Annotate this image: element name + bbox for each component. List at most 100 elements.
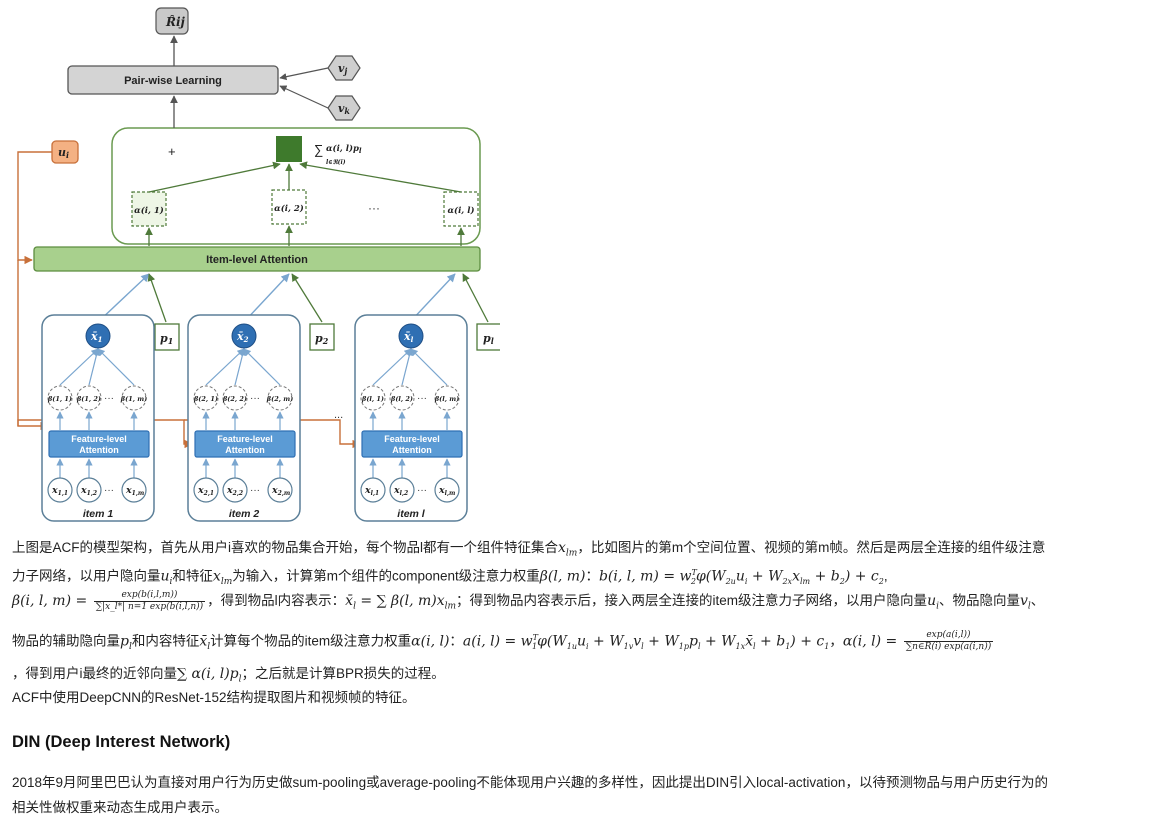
- feature-node: [360, 477, 386, 503]
- svg-text:α(i, 2): α(i, 2): [274, 203, 304, 214]
- item-label: item 1: [83, 508, 114, 520]
- beta-to-content-arrow: [88, 348, 100, 386]
- item-label: item 2: [229, 508, 260, 520]
- beta-label: β(2, m): [266, 395, 293, 403]
- beta-to-content-arrow: [410, 348, 448, 386]
- beta-ellipsis: ···: [417, 393, 427, 404]
- feature-node: [193, 477, 219, 503]
- feature-level-attention-box: [361, 430, 463, 458]
- beta-label: β(l, 1): [361, 395, 384, 403]
- alpha-ellipsis: ···: [368, 201, 380, 215]
- paragraph-1-beta: β(i, l, m) = exp(b(i,l,m))∑|x_l*| n=1 ex…: [12, 589, 1045, 612]
- feature-attention-label: Feature-level: [384, 434, 440, 444]
- beta-label: β(1, m): [120, 395, 147, 403]
- paragraph-1-cont: 力子网络，以用户隐向量ui和特征xlm为输入，计算第m个组件的component…: [12, 568, 888, 588]
- item-content-label: x̄2: [236, 330, 249, 344]
- feature-level-attention-box: [48, 430, 150, 458]
- feature-attention-label: Feature-level: [217, 434, 273, 444]
- feature-label: x2,m: [271, 485, 290, 497]
- rating-output-node: R̂ij: [155, 7, 189, 35]
- p1-node: p1: [154, 323, 180, 351]
- svg-text:p2: p2: [315, 332, 329, 346]
- feature-label: x2,2: [226, 485, 243, 497]
- feature-node: [222, 477, 248, 503]
- svg-text:vk: vk: [338, 102, 350, 116]
- p2-node: p2: [309, 323, 335, 351]
- paragraph-1: 上图是ACF的模型架构，首先从用户i喜欢的物品集合开始，每个物品l都有一个组件特…: [12, 540, 1046, 559]
- paragraph-2: ACF中使用DeepCNN的ResNet-152结构提取图片和视频帧的特征。: [12, 690, 416, 705]
- item-container: [41, 314, 155, 522]
- feature-attention-label: Attention: [225, 445, 265, 455]
- beta-node: [121, 385, 147, 411]
- beta-ellipsis: ···: [104, 393, 114, 404]
- feature-node: [434, 477, 460, 503]
- item-group-1: x̄1 β(1, 1) β(1, 2) β(1, m) ··· Feature-level…: [41, 314, 155, 522]
- svg-text:p1: p1: [160, 332, 173, 346]
- svg-text:vj: vj: [338, 62, 347, 76]
- beta-node: [389, 385, 415, 411]
- aggregated-neighbor-square: [276, 136, 302, 162]
- beta-to-content-arrow: [97, 348, 135, 386]
- beta-to-content-arrow: [372, 348, 412, 386]
- paragraph-1-alpha: 物品的辅助隐向量pl和内容特征x̄l计算每个物品的item级注意力权重α(i, …: [12, 630, 994, 653]
- item-content-label: x̄l: [403, 330, 414, 344]
- feature-label: x1,m: [125, 485, 144, 497]
- feature-label: x1,2: [80, 485, 97, 497]
- feature-label: xl,1: [364, 485, 379, 497]
- alpha-box-l: α(i, l): [443, 191, 479, 227]
- feature-node: [389, 477, 415, 503]
- item-content-node: [398, 323, 424, 349]
- feature-level-attention-box: [194, 430, 296, 458]
- feature-node: [76, 477, 102, 503]
- beta-to-content-arrow: [234, 348, 246, 386]
- beta-node: [76, 385, 102, 411]
- feature-ellipsis: ···: [417, 485, 427, 496]
- feature-attention-label: Feature-level: [71, 434, 127, 444]
- beta-label: β(1, 2): [76, 395, 101, 403]
- pl-node: pl: [476, 323, 500, 351]
- sum-symbol: ∑: [314, 142, 323, 157]
- item-label: item l: [397, 508, 426, 520]
- feature-ellipsis: ···: [250, 485, 260, 496]
- svg-text:pl: pl: [483, 332, 494, 346]
- beta-ellipsis: ···: [250, 393, 260, 404]
- item-container: [354, 314, 468, 522]
- feature-node: [47, 477, 73, 503]
- beta-to-content-arrow: [243, 348, 281, 386]
- feature-label: x2,1: [197, 485, 214, 497]
- item-content-node: [85, 323, 111, 349]
- paragraph-1-end: ，得到用户i最终的近邻向量∑ α(i, l)pl；之后就是计算BPR损失的过程。: [12, 666, 445, 685]
- beta-to-content-arrow: [205, 348, 245, 386]
- svg-text:ui: ui: [58, 146, 69, 160]
- beta-node: [434, 385, 460, 411]
- item-content-label: x̄1: [90, 330, 102, 344]
- feature-ellipsis: ···: [104, 485, 114, 496]
- beta-label: β(2, 2): [222, 395, 247, 403]
- beta-label: β(l, m): [434, 395, 459, 403]
- ui-node: ui: [51, 140, 79, 164]
- beta-label: β(l, 2): [390, 395, 413, 403]
- paragraph-3: 2018年9月阿里巴巴认为直接对用户行为历史做sum-pooling或avera…: [12, 775, 1048, 790]
- item-group-l: x̄l β(l, 1) β(l, 2) β(l, m) ··· Feature-level…: [354, 314, 468, 522]
- beta-label: β(2, 1): [193, 395, 218, 403]
- section-heading-din: DIN (Deep Interest Network): [12, 733, 231, 751]
- feature-attention-label: Attention: [79, 445, 119, 455]
- beta-label: β(1, 1): [47, 395, 72, 403]
- acf-architecture-diagram: R̂ij Pair-wise Learning vj vk + ∑ α(i, l…: [17, 7, 500, 522]
- feature-label: x1,1: [51, 485, 68, 497]
- beta-node: [193, 385, 219, 411]
- vj-node: vj: [327, 55, 361, 81]
- paragraph-3-cont: 相关性做权重来动态生成用户表示。: [12, 800, 228, 815]
- beta-node: [47, 385, 73, 411]
- svg-text:l∈ℜ(i): l∈ℜ(i): [326, 159, 346, 166]
- item-container: [187, 314, 301, 522]
- alpha-box-2: α(i, 2): [271, 189, 307, 225]
- plus-sign: +: [168, 144, 176, 159]
- svg-text:α(i, l)pl: α(i, l)pl: [326, 143, 362, 155]
- beta-node: [360, 385, 386, 411]
- items-ellipsis: ...: [334, 409, 343, 421]
- beta-node: [267, 385, 293, 411]
- feature-node: [267, 477, 293, 503]
- feature-node: [121, 477, 147, 503]
- vk-node: vk: [327, 95, 361, 121]
